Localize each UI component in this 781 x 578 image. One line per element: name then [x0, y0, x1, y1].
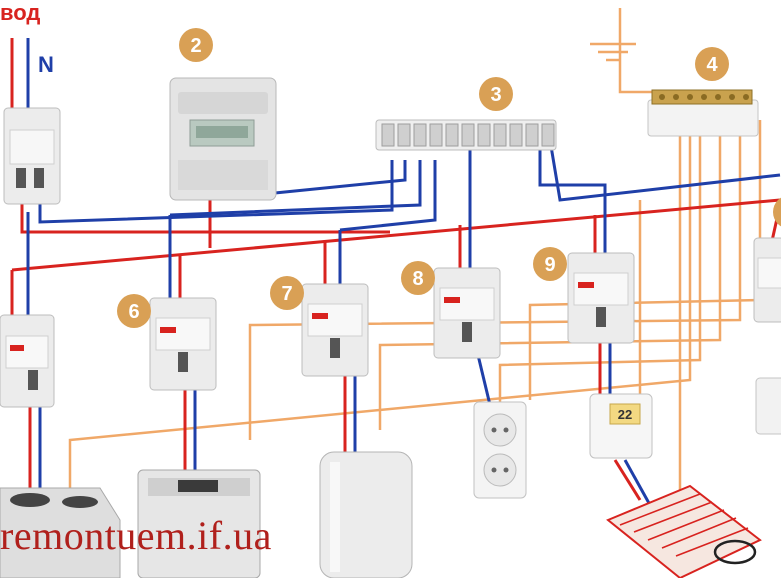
input-label: вод: [0, 0, 41, 25]
svg-text:8: 8: [412, 268, 423, 290]
badge-3: 3: [479, 77, 513, 111]
badge-6: 6: [117, 294, 151, 328]
thermostat: 22: [589, 393, 653, 459]
phase-wires: [10, 38, 781, 501]
floor-heating-mat: [606, 484, 762, 578]
breaker-9: [567, 252, 635, 344]
svg-text:9: 9: [544, 254, 555, 276]
double-socket: [473, 401, 527, 499]
ground-bus-bar: [647, 89, 759, 137]
breaker-8: [433, 267, 501, 359]
svg-text:7: 7: [281, 283, 292, 305]
washing-machine: [137, 469, 261, 578]
water-heater: [319, 451, 413, 578]
electricity-meter: [169, 77, 277, 201]
badge-7: 7: [270, 276, 304, 310]
svg-text:6: 6: [128, 301, 139, 323]
svg-text:2: 2: [190, 35, 201, 57]
breaker-7: [301, 283, 369, 377]
breaker-6: [149, 297, 217, 391]
neutral-terminal-bar: [375, 119, 557, 151]
light-switch: [755, 377, 781, 435]
watermark: remontuem.if.ua: [0, 513, 272, 558]
badge-8: 8: [401, 261, 435, 295]
badge-4: 4: [695, 47, 729, 81]
neutral-wires: [26, 38, 781, 506]
neutral-label: N: [38, 52, 54, 77]
badge-partial-right: [773, 197, 781, 227]
thermostat-display: 22: [618, 407, 632, 422]
svg-text:3: 3: [490, 84, 501, 106]
breaker-5: [0, 314, 55, 408]
main-breaker: [3, 107, 61, 205]
svg-text:4: 4: [706, 54, 718, 76]
electric-stove: [0, 487, 121, 578]
badge-2: 2: [179, 28, 213, 62]
breaker-10: [753, 237, 781, 323]
badge-9: 9: [533, 247, 567, 281]
